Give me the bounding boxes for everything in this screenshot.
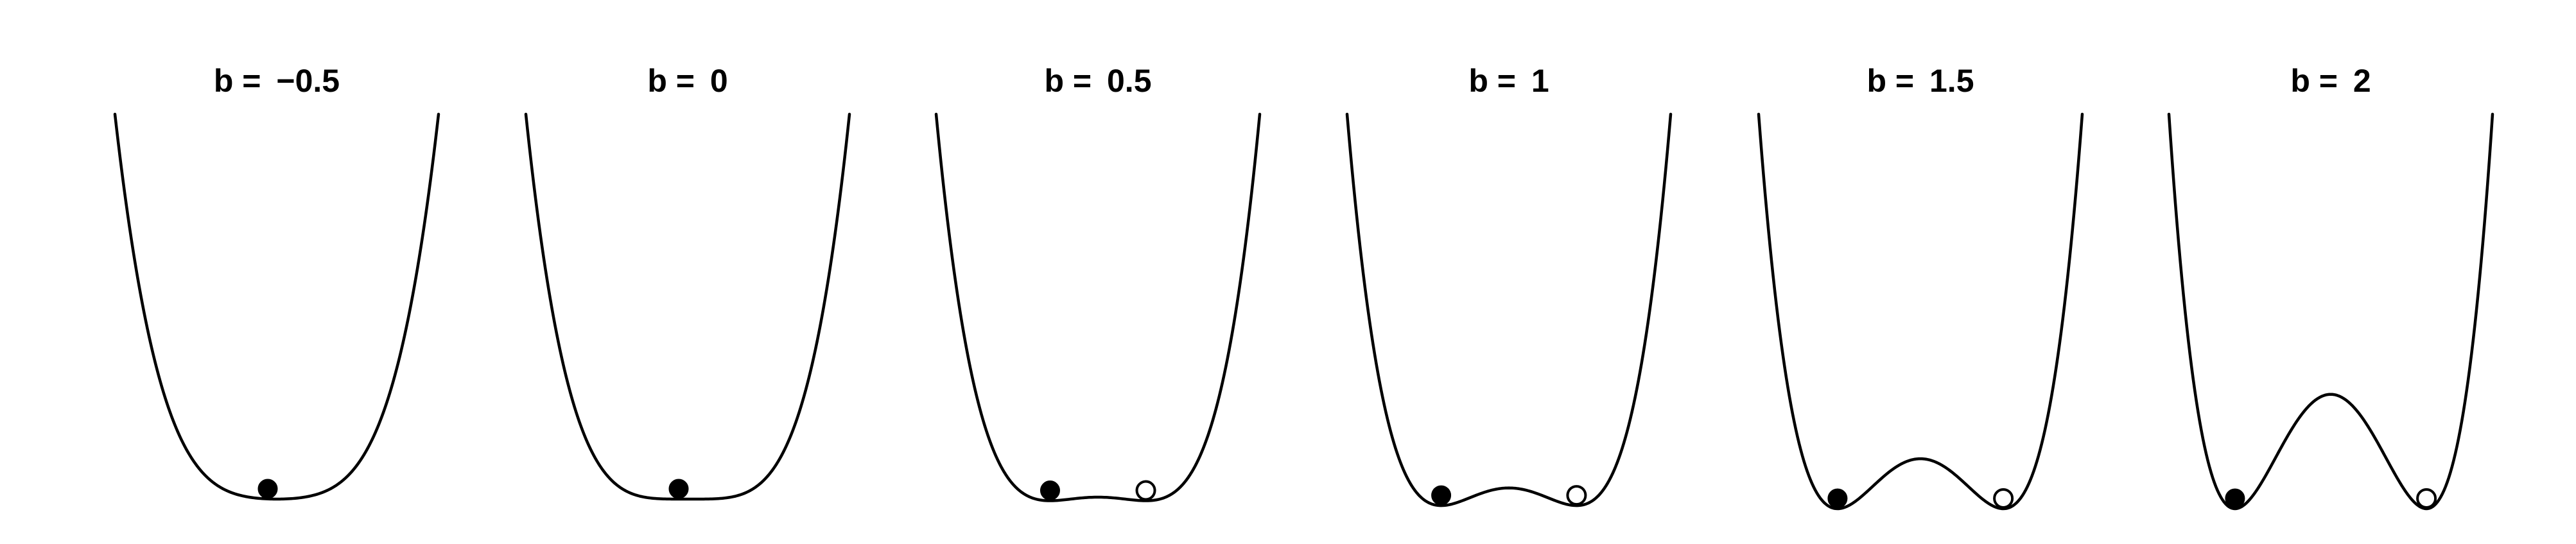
panel-title: b = 0.5 (1044, 63, 1151, 99)
panel-b-value: 0 (710, 63, 728, 99)
panel-b-value: 1.5 (1929, 63, 1974, 99)
panel-title: b = −0.5 (214, 63, 340, 99)
panel-b-value: −0.5 (276, 63, 340, 99)
open-ball (1566, 485, 1587, 506)
panel-title-prefix: b = (647, 63, 704, 99)
potential-curve (1757, 112, 2084, 511)
filled-ball (1040, 480, 1060, 501)
panel-title: b = 1.5 (1867, 63, 1974, 99)
panel-2: b = 0 (524, 63, 851, 501)
potential-curve (2167, 112, 2494, 511)
open-ball (1135, 480, 1156, 501)
open-ball (2416, 488, 2437, 509)
potential-curve (524, 112, 851, 501)
panel-3: b = 0.5 (934, 63, 1262, 502)
panel-title-prefix: b = (1044, 63, 1101, 99)
potential-curve (113, 112, 440, 501)
open-ball (1993, 488, 2014, 509)
panel-title: b = 2 (2290, 63, 2371, 99)
filled-ball (257, 479, 278, 499)
panel-1: b = −0.5 (113, 63, 440, 501)
panel-b-value: 0.5 (1107, 63, 1152, 99)
filled-ball (2225, 488, 2245, 509)
filled-ball (1431, 485, 1452, 506)
panel-title-prefix: b = (1468, 63, 1525, 99)
panel-6: b = 2 (2167, 63, 2494, 511)
panel-title-prefix: b = (1867, 63, 1923, 99)
panel-b-value: 1 (1531, 63, 1549, 99)
panel-title: b = 1 (1468, 63, 1549, 99)
panel-5: b = 1.5 (1757, 63, 2084, 511)
panel-b-value: 2 (2353, 63, 2371, 99)
filled-ball (668, 479, 689, 499)
potential-curve (1345, 112, 1673, 507)
panel-title: b = 0 (647, 63, 727, 99)
panel-title-prefix: b = (2290, 63, 2347, 99)
panel-4: b = 1 (1345, 63, 1673, 507)
potential-curve (934, 112, 1262, 502)
panel-title-prefix: b = (214, 63, 270, 99)
filled-ball (1827, 488, 1848, 509)
